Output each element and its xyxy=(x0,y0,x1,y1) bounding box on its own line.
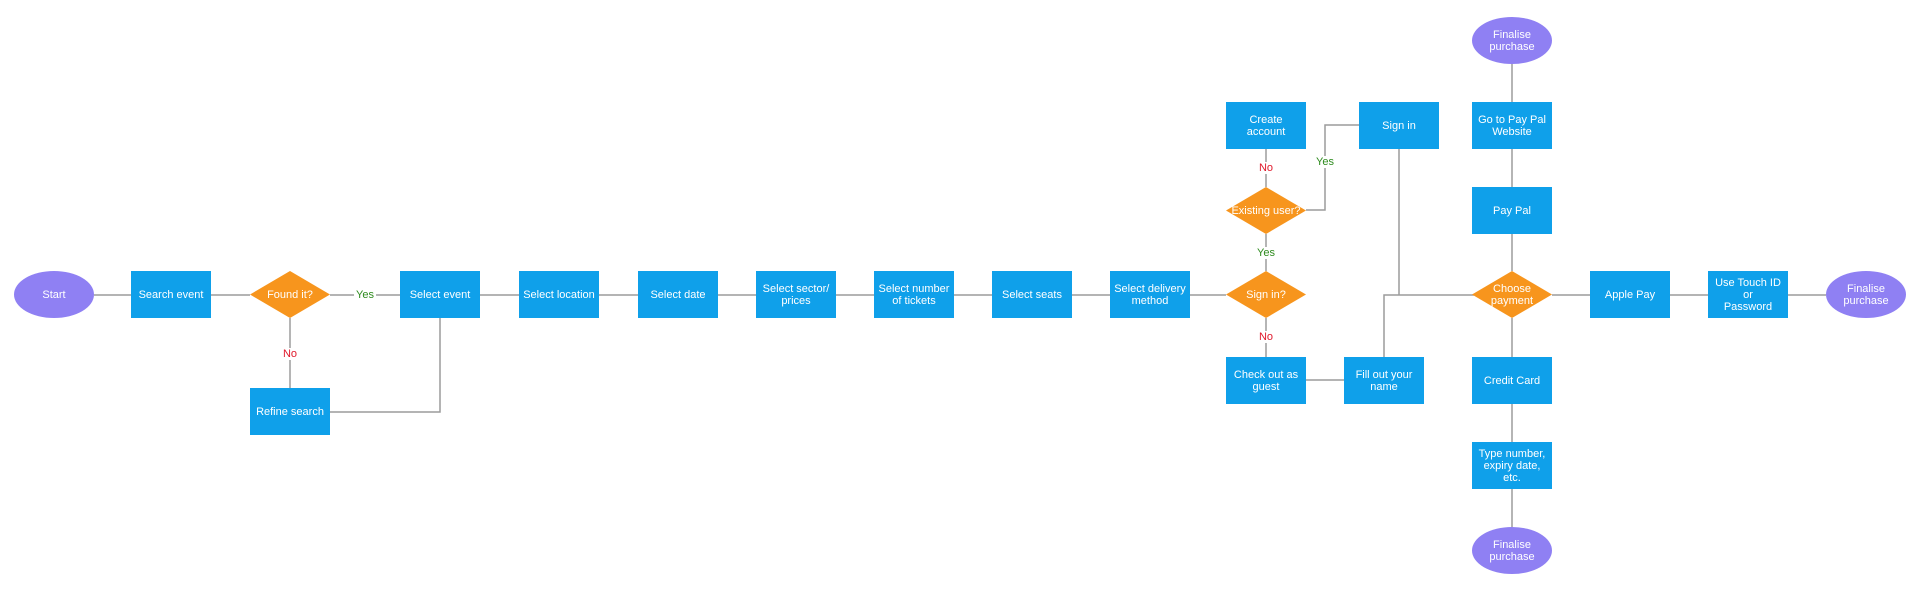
label-signin-no: No xyxy=(1256,331,1276,343)
node-found-it[interactable]: Found it? xyxy=(250,271,330,318)
node-credit-card[interactable]: Credit Card xyxy=(1472,357,1552,404)
node-existing-user[interactable]: Existing user? xyxy=(1226,187,1306,234)
node-go-paypal[interactable]: Go to Pay Pal Website xyxy=(1472,102,1552,149)
node-checkout-guest[interactable]: Check out as guest xyxy=(1226,357,1306,404)
node-finalise-top[interactable]: Finalise purchase xyxy=(1472,17,1552,64)
node-type-number[interactable]: Type number, expiry date, etc. xyxy=(1472,442,1552,489)
node-existing-user-label: Existing user? xyxy=(1231,204,1301,217)
node-create-account[interactable]: Create account xyxy=(1226,102,1306,149)
node-select-event[interactable]: Select event xyxy=(400,271,480,318)
label-found-no: No xyxy=(280,348,300,360)
label-found-yes: Yes xyxy=(354,289,376,301)
node-touch-id[interactable]: Use Touch ID or Password xyxy=(1708,271,1788,318)
node-select-sector[interactable]: Select sector/ prices xyxy=(756,271,836,318)
node-select-location[interactable]: Select location xyxy=(519,271,599,318)
node-pay-pal[interactable]: Pay Pal xyxy=(1472,187,1552,234)
node-select-tickets[interactable]: Select number of tickets xyxy=(874,271,954,318)
node-found-it-label: Found it? xyxy=(267,288,313,301)
node-select-date[interactable]: Select date xyxy=(638,271,718,318)
edge-refine-select xyxy=(330,318,441,413)
edge-fill-choose xyxy=(1383,294,1474,357)
node-fill-name[interactable]: Fill out your name xyxy=(1344,357,1424,404)
node-finalise-bottom[interactable]: Finalise purchase xyxy=(1472,527,1552,574)
node-select-delivery[interactable]: Select delivery method xyxy=(1110,271,1190,318)
node-sign-in-question[interactable]: Sign in? xyxy=(1226,271,1306,318)
node-select-seats[interactable]: Select seats xyxy=(992,271,1072,318)
node-sign-in[interactable]: Sign in xyxy=(1359,102,1439,149)
node-start[interactable]: Start xyxy=(14,271,94,318)
node-apple-pay[interactable]: Apple Pay xyxy=(1590,271,1670,318)
node-refine-search[interactable]: Refine search xyxy=(250,388,330,435)
node-search-event[interactable]: Search event xyxy=(131,271,211,318)
node-choose-payment-label: Choose payment xyxy=(1490,282,1534,307)
label-existing-no: No xyxy=(1256,162,1276,174)
node-finalise-right[interactable]: Finalise purchase xyxy=(1826,271,1906,318)
node-sign-in-question-label: Sign in? xyxy=(1246,288,1286,301)
label-existing-yes: Yes xyxy=(1314,156,1336,168)
node-choose-payment[interactable]: Choose payment xyxy=(1472,271,1552,318)
label-signin-yes: Yes xyxy=(1255,247,1277,259)
